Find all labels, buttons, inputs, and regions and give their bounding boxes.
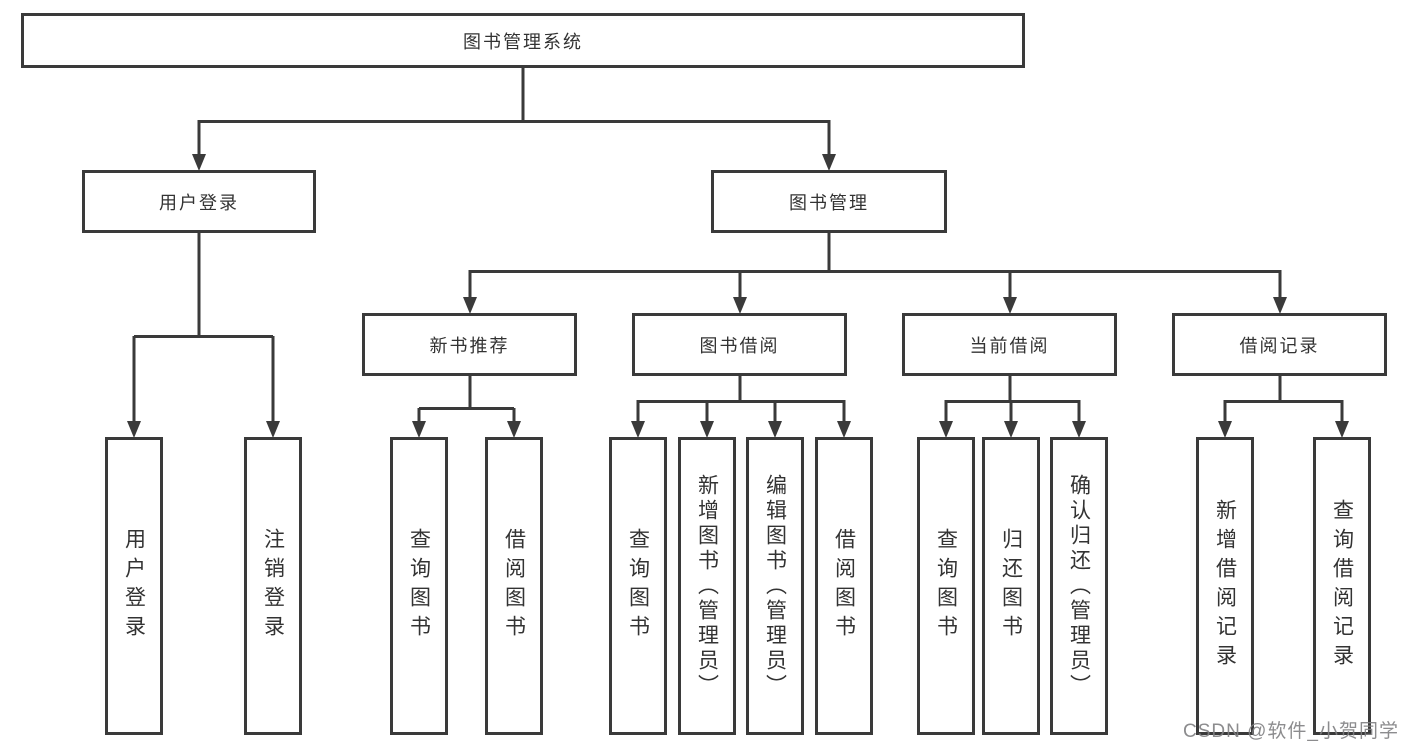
leaf-user-login: 用户登录 [105, 437, 163, 735]
arrow-leaf-bb-edit [768, 421, 782, 438]
arrow-leaf-nb-borrow [507, 421, 521, 438]
node-user-login: 用户登录 [82, 170, 316, 233]
leaf-add-borrow-record: 新增借阅记录 [1196, 437, 1254, 735]
arrow-leaf-cb-query [939, 421, 953, 438]
leaf-add-books-admin: 新增图书（管理员） [678, 437, 736, 735]
arrow-book-borrow [733, 297, 747, 314]
arrow-user-login [192, 154, 206, 171]
node-new-book-recommend: 新书推荐 [362, 313, 577, 376]
arrow-leaf-bb-query [631, 421, 645, 438]
node-borrow-record: 借阅记录 [1172, 313, 1387, 376]
leaf-return-books: 归还图书 [982, 437, 1040, 735]
arrow-current-borrow [1003, 297, 1017, 314]
arrow-leaf-logout [266, 421, 280, 438]
leaf-query-books-borrow: 查询图书 [609, 437, 667, 735]
node-root: 图书管理系统 [21, 13, 1025, 68]
arrow-leaf-cb-confirm [1072, 421, 1086, 438]
arrow-leaf-user-login [127, 421, 141, 438]
arrow-leaf-bb-add [700, 421, 714, 438]
arrow-leaf-br-add [1218, 421, 1232, 438]
node-book-management: 图书管理 [711, 170, 947, 233]
arrow-leaf-bb-borrow [837, 421, 851, 438]
leaf-query-books-recommend: 查询图书 [390, 437, 448, 735]
leaf-query-borrow-record: 查询借阅记录 [1313, 437, 1371, 735]
leaf-edit-books-admin: 编辑图书（管理员） [746, 437, 804, 735]
arrow-leaf-nb-query [412, 421, 426, 438]
leaf-confirm-return-admin: 确认归还（管理员） [1050, 437, 1108, 735]
node-current-borrow: 当前借阅 [902, 313, 1117, 376]
leaf-query-books-current: 查询图书 [917, 437, 975, 735]
arrow-new-book [463, 297, 477, 314]
arrow-leaf-br-query [1335, 421, 1349, 438]
arrow-leaf-cb-return [1004, 421, 1018, 438]
leaf-logout: 注销登录 [244, 437, 302, 735]
leaf-borrow-books: 借阅图书 [815, 437, 873, 735]
arrow-book-management [822, 154, 836, 171]
arrowheads [127, 154, 1349, 438]
arrow-borrow-record [1273, 297, 1287, 314]
leaf-borrow-books-recommend: 借阅图书 [485, 437, 543, 735]
node-book-borrow: 图书借阅 [632, 313, 847, 376]
